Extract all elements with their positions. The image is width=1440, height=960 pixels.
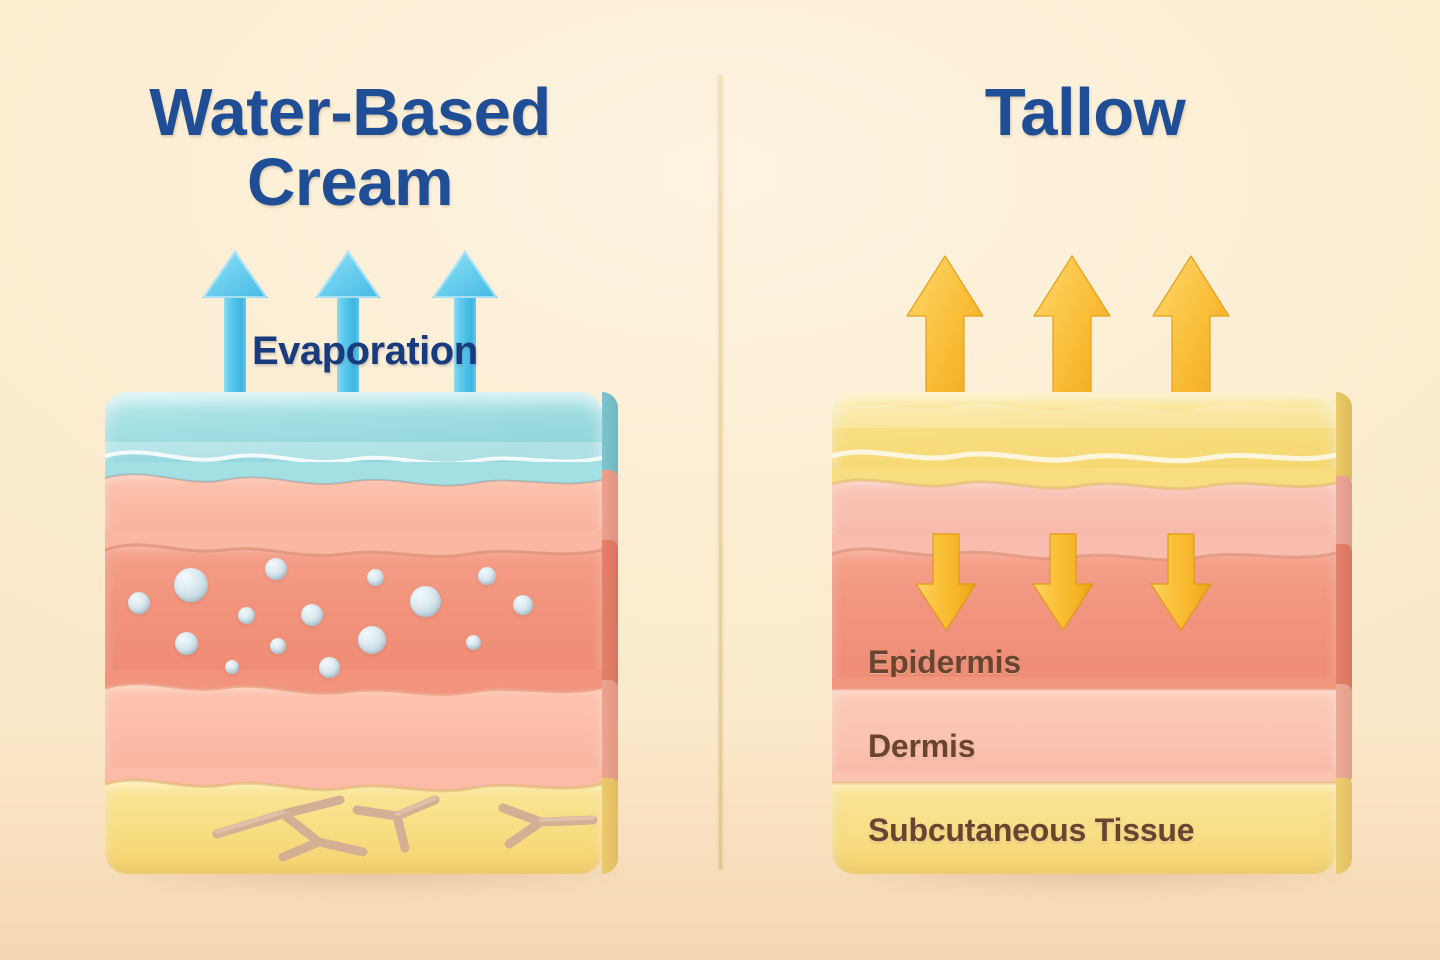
tallow-down-arrow-3 (1150, 533, 1212, 631)
left-block-side-4 (602, 680, 618, 788)
right-block-side-3 (1336, 544, 1352, 696)
page-title-left: Water-Based Cream (149, 75, 551, 221)
tallow-up-arrows-group (906, 255, 1230, 429)
evaporation-arrow-2 (315, 250, 381, 423)
subcutaneous-fibers (212, 795, 598, 862)
page-title-right: Tallow (984, 75, 1186, 150)
tallow-down-arrow-1 (915, 533, 977, 631)
right-block-side-5 (1336, 778, 1352, 874)
layer-dermis-right: Dermis (832, 677, 1352, 784)
tallow-down-arrow-2 (1032, 533, 1094, 631)
skin-block-tallow: Epidermis Dermis Subcutaneous Tissue (832, 392, 1352, 874)
layer-water-cream-film (105, 392, 618, 480)
right-block-side-2 (1336, 476, 1352, 556)
right-block-side-1 (1336, 392, 1352, 484)
left-block-side-3 (602, 540, 618, 692)
right-block-side-4 (1336, 684, 1352, 784)
left-block-side-5 (602, 778, 618, 874)
layer-tallow-film (832, 392, 1352, 484)
evaporation-arrow-3 (432, 250, 498, 423)
layer-dermis-left (105, 670, 618, 788)
evaporation-arrow-1 (202, 250, 268, 423)
panel-divider (719, 75, 722, 870)
layer-label-subcutaneous-tissue: Subcutaneous Tissue (868, 812, 1195, 848)
layer-subcutaneous-left (105, 768, 618, 874)
evaporation-caption: Evaporation (252, 329, 478, 373)
skin-block-water-based (105, 392, 618, 874)
left-block-side-1 (602, 392, 618, 480)
layer-epidermis-left (105, 530, 618, 692)
layer-label-dermis: Dermis (868, 728, 976, 764)
layer-subcutaneous-right: Subcutaneous Tissue (832, 771, 1352, 874)
layer-label-epidermis: Epidermis (868, 644, 1021, 680)
tallow-down-arrows-group (915, 533, 1212, 631)
left-block-side-2 (602, 470, 618, 552)
evaporation-arrows-group (202, 250, 498, 423)
